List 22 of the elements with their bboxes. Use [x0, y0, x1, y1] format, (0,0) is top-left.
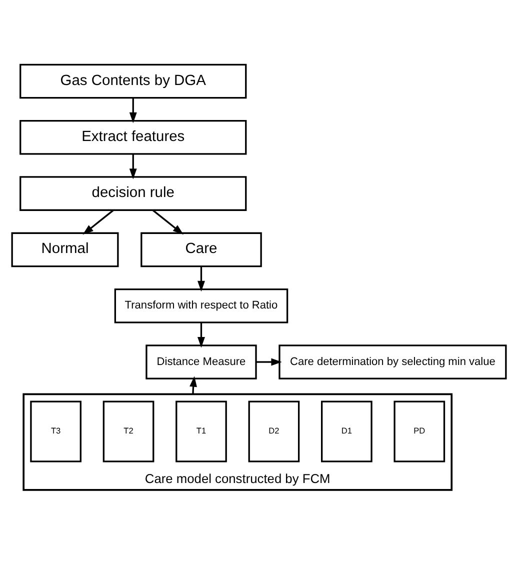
node-box: Transform with respect to Ratio — [114, 288, 288, 323]
arrow — [190, 376, 197, 394]
arrow — [129, 97, 137, 123]
node-box: Gas Contents by DGA — [20, 63, 247, 98]
arrow — [129, 154, 137, 179]
arrow — [198, 266, 205, 292]
node-box: T3 — [30, 400, 82, 462]
node-box: D1 — [321, 400, 372, 462]
node-box: T2 — [102, 400, 154, 462]
node-box: Extract features — [20, 120, 247, 154]
arrow — [198, 322, 205, 348]
node-box: Distance Measure — [146, 344, 257, 379]
node-box: Care — [140, 232, 262, 267]
node-box: Normal — [11, 232, 119, 267]
node-box: T1 — [176, 400, 227, 462]
node-box: D2 — [248, 400, 300, 462]
node-box: PD — [394, 400, 446, 462]
arrow — [82, 209, 114, 234]
arrow — [256, 358, 282, 366]
arrow — [152, 209, 184, 234]
node-box: Care determination by selecting min value — [278, 344, 507, 379]
node-box: decision rule — [20, 176, 247, 210]
